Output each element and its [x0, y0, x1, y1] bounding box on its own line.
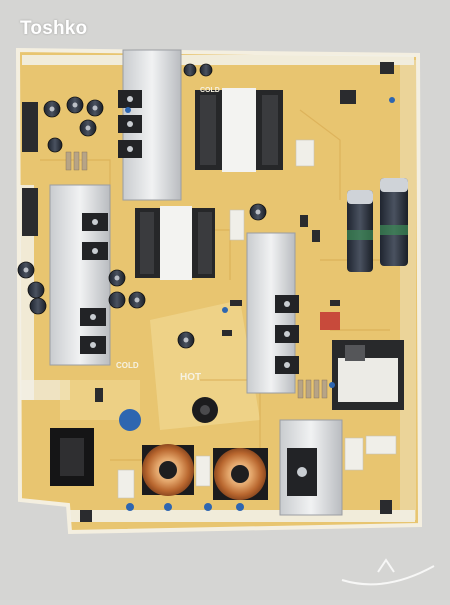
transformer-bottom — [332, 340, 404, 410]
bazar-logo-icon — [341, 558, 435, 586]
toroid-coils — [142, 444, 268, 500]
transformer-mid — [135, 206, 215, 280]
silk-hot-label: HOT — [180, 372, 201, 383]
watermark-text: Toshko — [20, 18, 88, 39]
silk-cold-label-top: COLD — [200, 87, 220, 94]
bulk-capacitors — [347, 178, 408, 272]
silk-cold-label: COLD — [116, 361, 139, 370]
transformer-top — [195, 88, 283, 172]
